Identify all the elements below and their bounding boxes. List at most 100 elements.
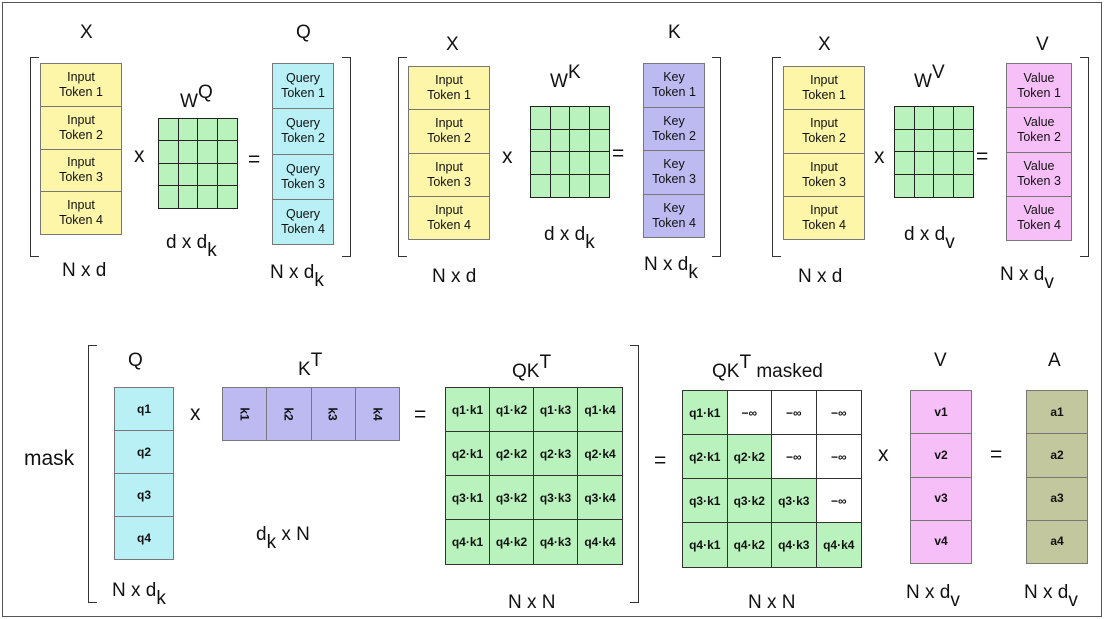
score-cell: q1·k1	[683, 391, 728, 435]
dim-label: N x dk	[270, 262, 324, 291]
score-cell: q2·k1	[446, 432, 490, 476]
score-cell: q3·k2	[490, 476, 534, 520]
right-bracket	[342, 57, 351, 257]
weight-label: WQ	[180, 82, 213, 112]
dim-label: N x d	[798, 266, 843, 287]
input-token: Input Token 3	[784, 154, 864, 197]
key-token: Key Token 2	[644, 108, 704, 151]
score-cell: q4·k4	[578, 520, 622, 564]
equals-sign: =	[612, 142, 625, 165]
v-vector: v4	[934, 534, 948, 549]
weight-label: WK	[550, 62, 581, 92]
key-matrix: Key Token 1 Key Token 2 Key Token 3 Key …	[643, 63, 705, 238]
key-token: Key Token 4	[652, 200, 696, 230]
score-cell: q3·k1	[683, 479, 728, 523]
score-cell: q2·k3	[534, 432, 578, 476]
multiply-sign: x	[874, 145, 885, 168]
x-label: X	[80, 22, 93, 43]
score-cell: q3·k3	[534, 476, 578, 520]
kt-matrix: k1 k2 k3 k4	[222, 387, 400, 441]
input-token: Input Token 1	[409, 67, 489, 111]
v-vector: v1	[911, 391, 971, 435]
query-token: Query Token 3	[273, 155, 333, 200]
input-token: Input Token 4	[59, 198, 103, 228]
dim-label: N x d	[62, 260, 107, 281]
score-cell: q4·k4	[816, 523, 861, 567]
value-matrix: Value Token 1 Value Token 2 Value Token …	[1006, 63, 1072, 241]
multiply-sign: x	[878, 443, 889, 466]
dim-label: N x N	[748, 592, 796, 613]
equals-sign: =	[414, 403, 427, 426]
input-matrix: Input Token 1 Input Token 2 Input Token …	[408, 66, 490, 240]
equals-sign: =	[990, 443, 1003, 466]
weight-matrix	[530, 106, 610, 198]
input-token: Input Token 4	[802, 202, 846, 232]
input-token: Input Token 4	[427, 202, 471, 232]
input-token: Input Token 2	[784, 110, 864, 154]
weight-label: WV	[914, 62, 945, 92]
v-vector: v3	[911, 478, 971, 521]
score-cell: −∞	[816, 479, 861, 523]
left-bracket	[30, 57, 39, 257]
score-cell: q1·k3	[534, 388, 578, 432]
score-cell: q2·k2	[727, 435, 772, 479]
score-cell: q1·k4	[578, 388, 622, 432]
dim-label: d x dk	[166, 232, 217, 261]
value-token: Value Token 2	[1007, 108, 1071, 153]
query-token: Query Token 1	[273, 64, 333, 110]
v-matrix: v1 v2 v3 v4	[910, 390, 972, 564]
value-token: Value Token 3	[1007, 153, 1071, 197]
right-bracket	[712, 57, 721, 257]
score-cell: −∞	[727, 391, 772, 435]
equals-sign: =	[976, 145, 989, 168]
right-bracket	[1080, 57, 1089, 257]
q-vector: q4	[136, 530, 151, 545]
qkt-masked-label: QKT masked	[712, 352, 823, 382]
equals-sign: =	[654, 449, 667, 472]
right-bracket	[630, 345, 639, 603]
input-token: Input Token 2	[41, 107, 121, 150]
dim-label: N x d	[432, 266, 477, 287]
dim-label: N x dv	[906, 582, 960, 611]
score-cell: q4·k2	[727, 523, 772, 567]
key-token: Key Token 1	[644, 64, 704, 108]
dim-label: d x dv	[904, 224, 955, 253]
score-cell: −∞	[772, 391, 817, 435]
a-vector: a3	[1027, 478, 1087, 521]
score-cell: −∞	[816, 435, 861, 479]
a-vector: a2	[1027, 434, 1087, 478]
multiply-sign: x	[134, 144, 145, 167]
input-token: Input Token 3	[41, 150, 121, 193]
weight-matrix	[894, 106, 974, 198]
multiply-sign: x	[190, 402, 201, 425]
score-cell: q3·k3	[772, 479, 817, 523]
a-vector: a1	[1027, 391, 1087, 435]
score-cell: q2·k2	[490, 432, 534, 476]
v-label: V	[1036, 34, 1049, 55]
score-cell: q2·k1	[683, 435, 728, 479]
dim-label: d x dk	[544, 224, 595, 253]
dim-label: N x dv	[1024, 582, 1078, 611]
input-matrix: Input Token 1 Input Token 2 Input Token …	[783, 66, 865, 240]
score-cell: q2·k4	[578, 432, 622, 476]
v-label: V	[934, 350, 947, 371]
a-matrix: a1 a2 a3 a4	[1026, 390, 1088, 564]
score-cell: q4·k1	[446, 520, 490, 564]
qkt-label: QKT	[512, 352, 552, 382]
score-cell: q4·k1	[683, 523, 728, 567]
multiply-sign: x	[502, 145, 513, 168]
score-cell: q4·k3	[772, 523, 817, 567]
kt-label: KT	[298, 350, 323, 380]
dim-label: N x dk	[112, 580, 166, 609]
score-cell: q4·k2	[490, 520, 534, 564]
q-vector: q2	[115, 431, 173, 474]
left-bracket	[772, 57, 781, 257]
input-matrix: Input Token 1 Input Token 2 Input Token …	[40, 63, 122, 235]
k-vector: k1	[223, 388, 268, 440]
score-cell: q3·k1	[446, 476, 490, 520]
q-vector: q3	[115, 474, 173, 517]
q-label: Q	[296, 22, 311, 43]
equals-sign: =	[248, 148, 261, 171]
